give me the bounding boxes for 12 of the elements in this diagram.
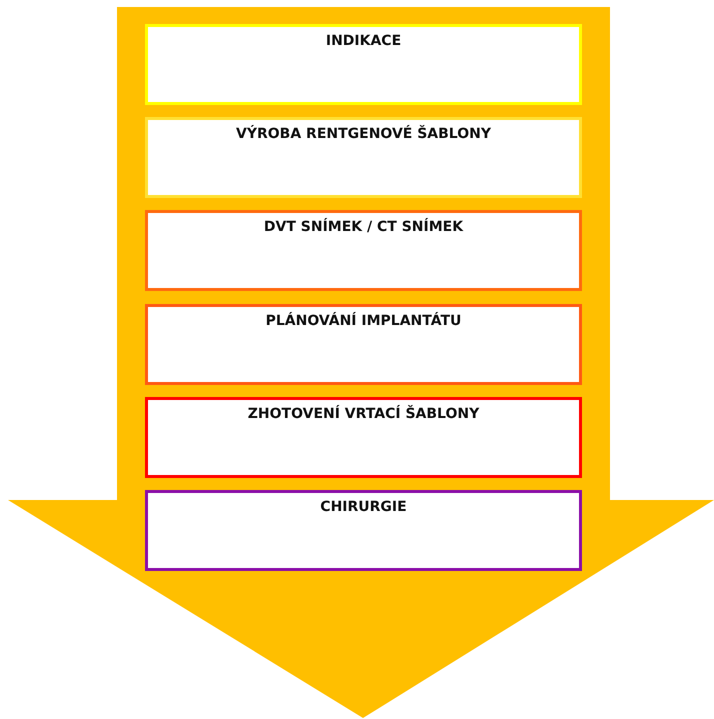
step-label: INDIKACE — [326, 33, 402, 51]
step-box — [145, 490, 582, 571]
step-label: PLÁNOVÁNÍ IMPLANTÁTU — [266, 313, 462, 331]
step-box — [145, 304, 582, 385]
step-label: ZHOTOVENÍ VRTACÍ ŠABLONY — [248, 406, 480, 424]
step-box — [145, 210, 582, 291]
step-label: DVT SNÍMEK / CT SNÍMEK — [264, 219, 464, 237]
step-box — [145, 117, 582, 198]
step-label: CHIRURGIE — [320, 499, 407, 517]
step-box — [145, 397, 582, 478]
step-box — [145, 24, 582, 105]
step-label: VÝROBA RENTGENOVÉ ŠABLONY — [236, 126, 491, 144]
